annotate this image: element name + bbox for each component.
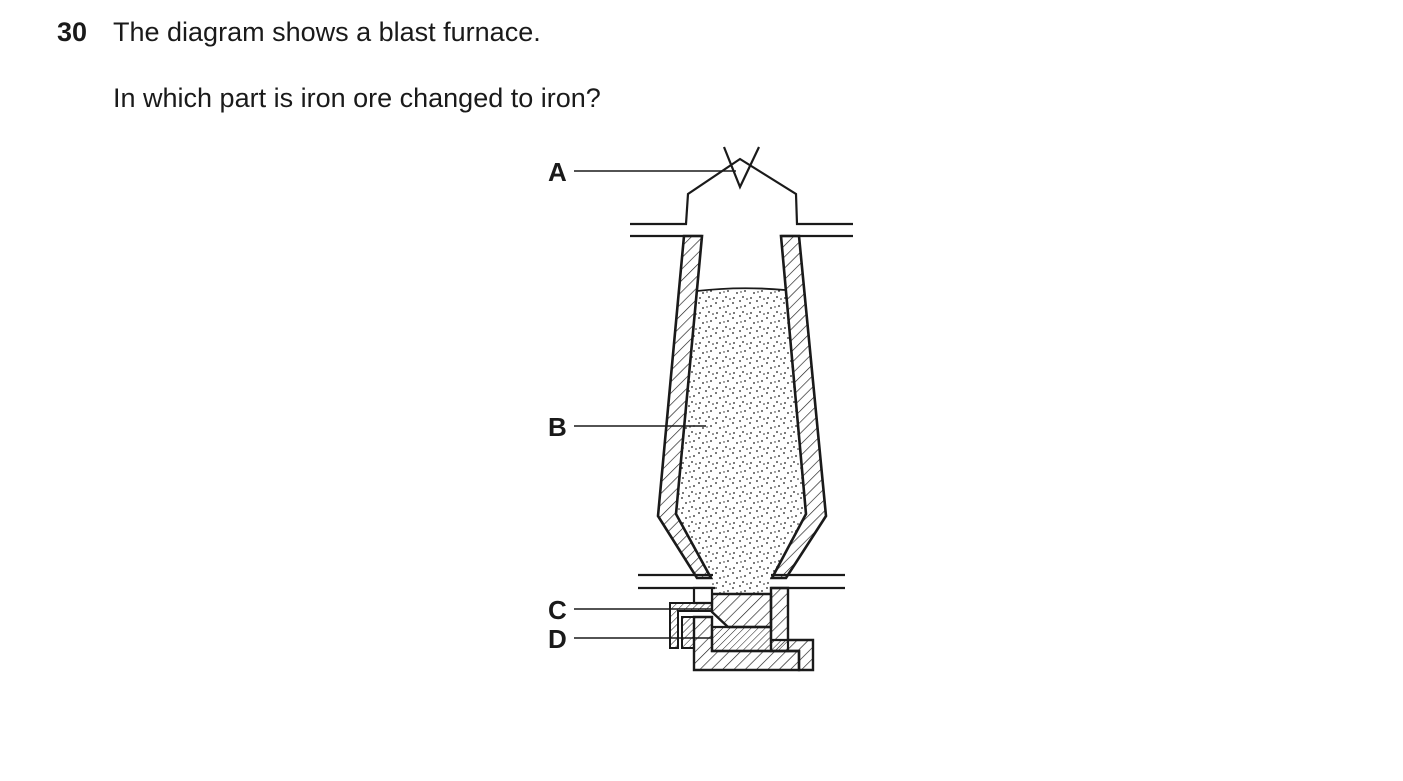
slag-tap — [692, 586, 714, 605]
top-vent — [722, 146, 760, 190]
question-stem: The diagram shows a blast furnace. — [113, 17, 541, 47]
hearth-right-shell — [769, 586, 815, 672]
slag-outlet — [669, 602, 713, 649]
label-b: B — [548, 412, 567, 442]
question-number: 30 — [57, 17, 88, 47]
label-a: A — [548, 157, 567, 187]
slag-layer — [710, 592, 773, 629]
label-c: C — [548, 595, 567, 625]
question-prompt: In which part is iron ore changed to iro… — [113, 83, 601, 113]
charge-surface — [696, 287, 786, 292]
leader-lines — [574, 170, 736, 639]
label-d: D — [548, 624, 567, 654]
furnace-charge — [676, 288, 806, 594]
iron-outlet — [681, 616, 695, 649]
upper-platform — [630, 157, 853, 238]
